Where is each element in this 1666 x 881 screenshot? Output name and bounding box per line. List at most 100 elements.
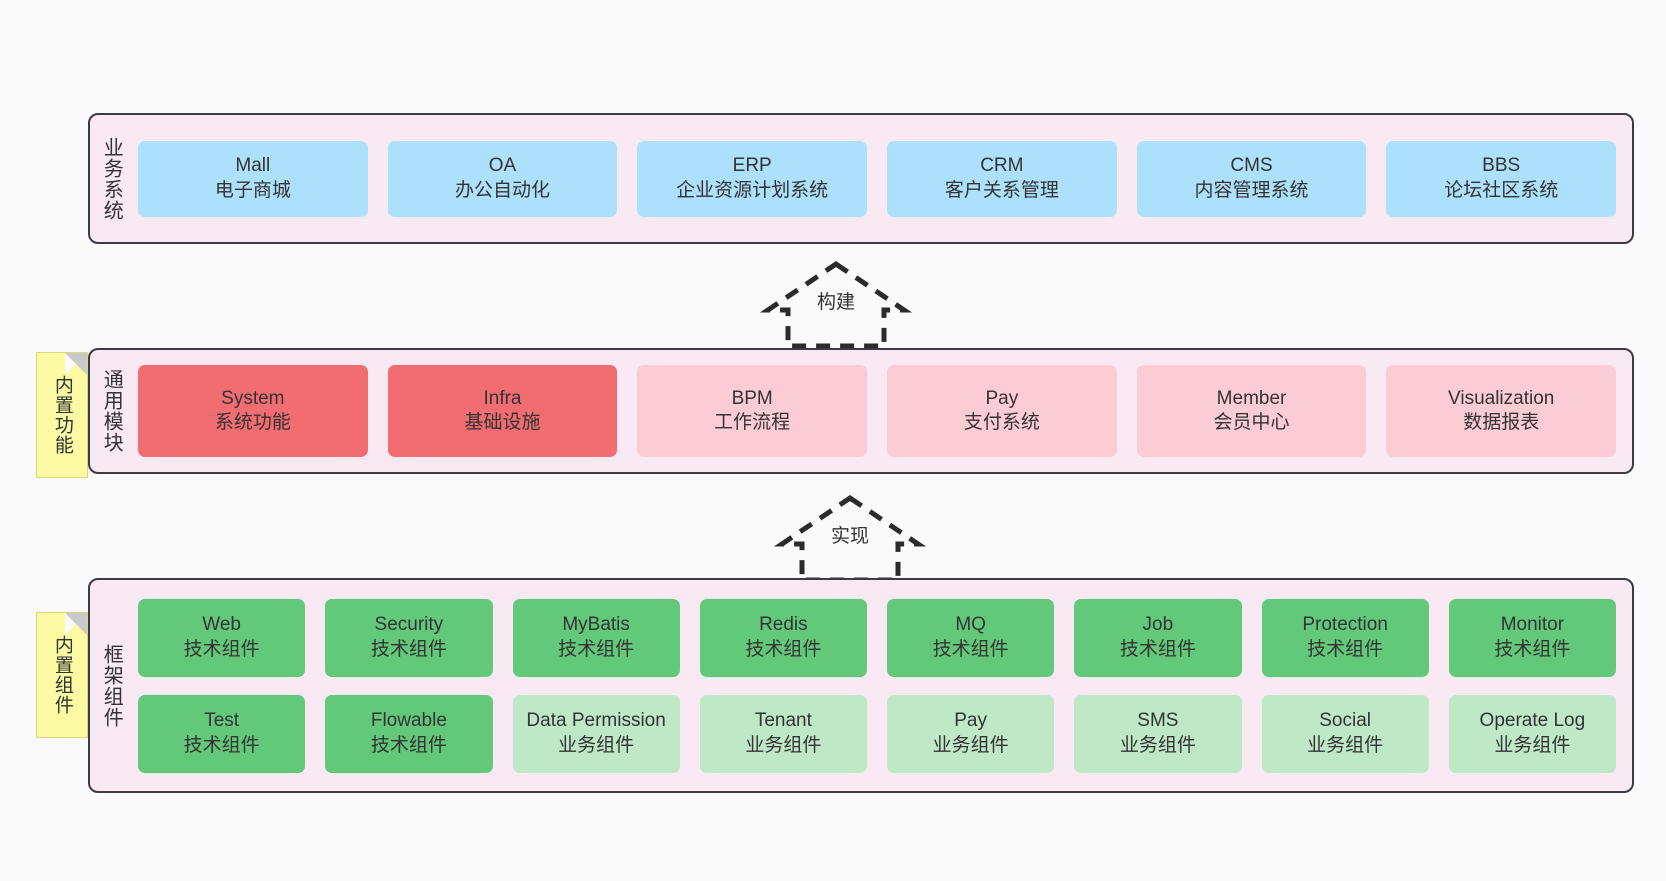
node-sms-cn: 业务组件 xyxy=(1119,734,1196,756)
note-builtin-features: 内置功能 xyxy=(36,352,88,478)
node-mq-cn: 技术组件 xyxy=(932,638,1009,660)
node-mybatis[interactable]: MyBatis 技术组件 xyxy=(512,598,680,677)
node-test[interactable]: Test 技术组件 xyxy=(138,694,306,773)
node-erp[interactable]: ERP 企业资源计划系统 xyxy=(637,140,868,217)
node-member[interactable]: Member 会员中心 xyxy=(1136,365,1367,457)
node-test-en: Test xyxy=(204,710,240,732)
node-visualization-cn: 数据报表 xyxy=(1463,412,1540,433)
node-web[interactable]: Web 技术组件 xyxy=(138,598,306,677)
note-fold-corner-icon xyxy=(65,353,87,375)
node-social[interactable]: Social 业务组件 xyxy=(1261,694,1429,773)
node-security-cn: 技术组件 xyxy=(370,638,447,660)
note-builtin-components: 内置组件 xyxy=(36,612,88,738)
layer-common-modules-body: System 系统功能 Infra 基础设施 BPM 工作流程 Pay 支付系统… xyxy=(132,350,1632,472)
business-node-row: Mall 电子商城 OA 办公自动化 ERP 企业资源计划系统 CRM 客户关系… xyxy=(138,140,1617,217)
node-web-cn: 技术组件 xyxy=(183,638,260,660)
node-monitor[interactable]: Monitor 技术组件 xyxy=(1448,598,1616,677)
node-oa-cn: 办公自动化 xyxy=(455,179,551,201)
node-test-cn: 技术组件 xyxy=(183,734,260,756)
node-operate-log-en: Operate Log xyxy=(1479,710,1586,732)
node-protection-cn: 技术组件 xyxy=(1307,638,1384,660)
node-crm[interactable]: CRM 客户关系管理 xyxy=(887,140,1117,217)
node-sms[interactable]: SMS 业务组件 xyxy=(1074,694,1242,773)
node-social-cn: 业务组件 xyxy=(1307,734,1384,756)
node-tenant-cn: 业务组件 xyxy=(745,734,822,756)
note-fold-corner-icon xyxy=(65,613,87,635)
node-cms[interactable]: CMS 内容管理系统 xyxy=(1136,140,1367,217)
framework-tech-row: Web 技术组件 Security 技术组件 MyBatis 技术组件 Redi… xyxy=(138,598,1616,677)
node-job[interactable]: Job 技术组件 xyxy=(1074,598,1242,677)
node-protection[interactable]: Protection 技术组件 xyxy=(1261,598,1429,677)
node-oa[interactable]: OA 办公自动化 xyxy=(387,140,618,217)
node-bpm-en: BPM xyxy=(731,387,773,409)
node-mq-en: MQ xyxy=(955,614,986,636)
node-tenant[interactable]: Tenant 业务组件 xyxy=(699,694,867,773)
node-system-cn: 系统功能 xyxy=(214,412,291,433)
node-oa-en: OA xyxy=(488,155,517,177)
node-erp-cn: 企业资源计划系统 xyxy=(676,179,829,201)
node-erp-en: ERP xyxy=(732,155,772,177)
node-pay-module[interactable]: Pay 支付系统 xyxy=(887,365,1117,457)
node-social-en: Social xyxy=(1319,710,1371,732)
node-visualization-en: Visualization xyxy=(1448,387,1555,409)
node-pay-component-en: Pay xyxy=(954,710,987,732)
node-security-en: Security xyxy=(374,614,444,636)
node-bbs[interactable]: BBS 论坛社区系统 xyxy=(1386,140,1617,217)
connector-implement-arrow-icon xyxy=(773,494,927,583)
node-data-permission-cn: 业务组件 xyxy=(558,734,635,756)
node-member-en: Member xyxy=(1216,387,1287,409)
node-pay-module-en: Pay xyxy=(985,387,1019,409)
node-monitor-cn: 技术组件 xyxy=(1494,638,1571,660)
node-mq[interactable]: MQ 技术组件 xyxy=(887,598,1055,677)
node-mall-cn: 电子商城 xyxy=(214,179,291,201)
layer-business-system-body: Mall 电子商城 OA 办公自动化 ERP 企业资源计划系统 CRM 客户关系… xyxy=(132,115,1632,242)
connector-implement-label: 实现 xyxy=(830,526,869,547)
node-crm-en: CRM xyxy=(980,155,1024,177)
node-flowable-en: Flowable xyxy=(370,710,447,732)
node-monitor-en: Monitor xyxy=(1500,614,1565,636)
node-mybatis-cn: 技术组件 xyxy=(558,638,635,660)
connector-build-arrow-icon xyxy=(759,260,913,349)
node-redis-en: Redis xyxy=(759,614,808,636)
node-job-en: Job xyxy=(1142,614,1174,636)
node-system[interactable]: System 系统功能 xyxy=(138,365,368,457)
module-node-row: System 系统功能 Infra 基础设施 BPM 工作流程 Pay 支付系统… xyxy=(138,365,1617,457)
node-infra-cn: 基础设施 xyxy=(464,412,541,433)
node-bbs-cn: 论坛社区系统 xyxy=(1444,179,1559,201)
node-redis[interactable]: Redis 技术组件 xyxy=(699,598,867,677)
layer-common-modules-title: 通用模块 xyxy=(100,369,123,453)
node-pay-component[interactable]: Pay 业务组件 xyxy=(887,694,1055,773)
node-infra-en: Infra xyxy=(483,387,522,409)
node-bpm-cn: 工作流程 xyxy=(714,412,791,433)
node-pay-component-cn: 业务组件 xyxy=(932,734,1009,756)
node-tenant-en: Tenant xyxy=(754,710,812,732)
node-bpm[interactable]: BPM 工作流程 xyxy=(637,365,868,457)
node-security[interactable]: Security 技术组件 xyxy=(325,598,493,677)
node-pay-module-cn: 支付系统 xyxy=(963,412,1040,433)
node-web-en: Web xyxy=(202,614,241,636)
node-infra[interactable]: Infra 基础设施 xyxy=(387,365,618,457)
layer-business-system-title: 业务系统 xyxy=(100,136,123,221)
node-data-permission[interactable]: Data Permission 业务组件 xyxy=(512,694,680,773)
note-builtin-features-label: 内置功能 xyxy=(51,375,73,455)
node-sms-en: SMS xyxy=(1137,710,1179,732)
layer-framework-components-body: Web 技术组件 Security 技术组件 MyBatis 技术组件 Redi… xyxy=(132,580,1632,791)
connector-build-label: 构建 xyxy=(816,292,855,313)
connector-implement: 实现 xyxy=(770,492,930,583)
node-data-permission-en: Data Permission xyxy=(526,710,666,732)
layer-framework-components: 框架组件 Web 技术组件 Security 技术组件 MyBatis 技术组件… xyxy=(88,578,1634,793)
node-mybatis-en: MyBatis xyxy=(562,614,630,636)
node-cms-en: CMS xyxy=(1230,155,1273,177)
layer-business-system: 业务系统 Mall 电子商城 OA 办公自动化 ERP 企业资源计划系统 CRM… xyxy=(88,113,1634,244)
node-mall-en: Mall xyxy=(235,155,271,177)
layer-common-modules: 通用模块 System 系统功能 Infra 基础设施 BPM 工作流程 Pay… xyxy=(88,348,1634,474)
node-mall[interactable]: Mall 电子商城 xyxy=(138,140,368,217)
node-flowable[interactable]: Flowable 技术组件 xyxy=(325,694,493,773)
node-operate-log-cn: 业务组件 xyxy=(1494,734,1571,756)
node-visualization[interactable]: Visualization 数据报表 xyxy=(1386,365,1617,457)
framework-business-row: Test 技术组件 Flowable 技术组件 Data Permission … xyxy=(138,694,1616,773)
node-protection-en: Protection xyxy=(1302,614,1388,636)
node-operate-log[interactable]: Operate Log 业务组件 xyxy=(1448,694,1616,773)
note-builtin-components-label: 内置组件 xyxy=(51,635,73,715)
